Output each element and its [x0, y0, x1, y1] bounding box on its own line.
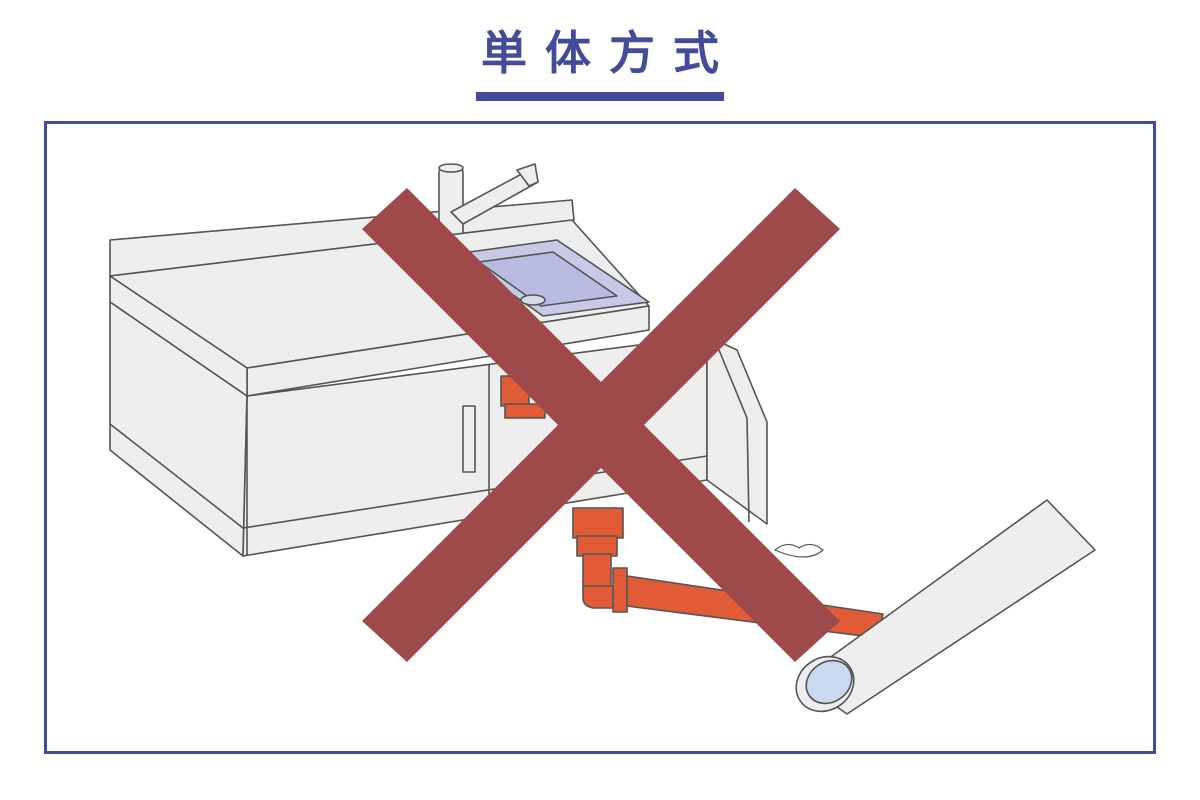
floor-splash [773, 543, 824, 558]
cross-mark-icon [362, 188, 840, 662]
sink-drain-illustration [109, 163, 1096, 715]
illustration-frame [44, 121, 1156, 754]
title-underline [476, 92, 724, 101]
faucet-icon [438, 163, 539, 241]
sink-basin [454, 239, 650, 317]
page-title: 単体方式 [481, 26, 737, 80]
main-drain-pipe [795, 499, 1096, 715]
